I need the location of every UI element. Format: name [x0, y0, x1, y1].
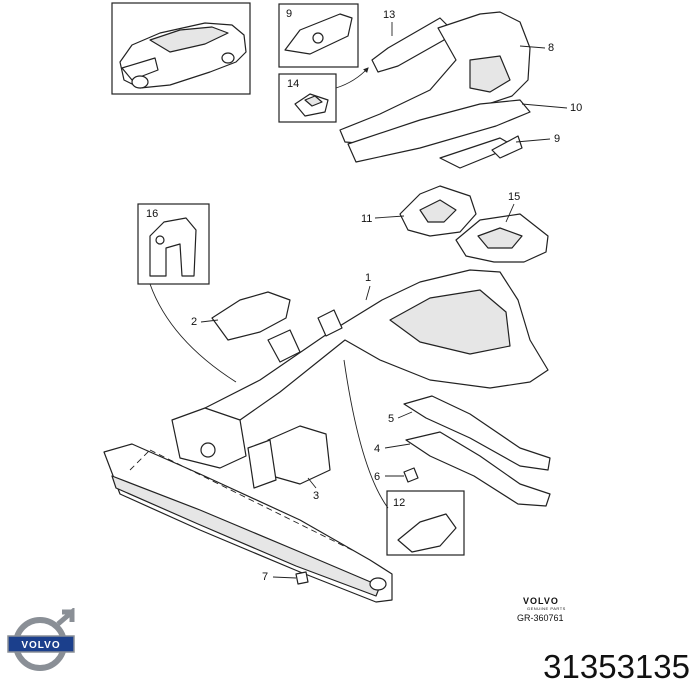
- callout-8: 8: [548, 42, 554, 54]
- brand-name: VOLVO: [523, 596, 559, 606]
- main-frame-rail: 1 3: [171, 269, 549, 502]
- callout-5: 5: [388, 413, 394, 425]
- callout-12: 12: [393, 497, 405, 509]
- callout-3: 3: [313, 490, 319, 502]
- callout-10: 10: [570, 102, 582, 114]
- upper-rail-assembly: 13 8 10 9: [339, 9, 582, 169]
- brand-subtitle: GENUINE PARTS: [527, 606, 566, 611]
- callout-14: 14: [287, 78, 299, 90]
- detail-box-16: 16: [137, 203, 237, 383]
- callout-9: 9: [554, 133, 560, 145]
- callout-1: 1: [365, 272, 371, 284]
- detail-box-14: 14: [278, 67, 369, 123]
- callout-4: 4: [374, 443, 380, 455]
- callout-9-box: 9: [286, 8, 292, 20]
- bumper-beam: 7: [103, 443, 393, 603]
- callout-15: 15: [508, 191, 520, 203]
- detail-box-12: 12: [343, 359, 465, 556]
- callout-13: 13: [383, 9, 395, 21]
- detail-box-9: 9: [278, 3, 359, 68]
- callout-7: 7: [262, 571, 268, 583]
- logo-text: VOLVO: [21, 640, 60, 651]
- callout-6: 6: [374, 471, 380, 483]
- bracket-2: 2: [191, 291, 343, 363]
- part-number: 31353135: [543, 648, 690, 685]
- brackets-11-15: 11 15: [361, 185, 549, 263]
- callout-16: 16: [146, 208, 158, 220]
- crossmembers: 5 4 6: [374, 395, 551, 507]
- diagram-reference: GR-360761: [517, 613, 564, 623]
- volvo-logo: VOLVO: [7, 608, 75, 671]
- callout-2: 2: [191, 316, 197, 328]
- callout-11: 11: [361, 213, 372, 225]
- car-thumbnail: [111, 2, 251, 95]
